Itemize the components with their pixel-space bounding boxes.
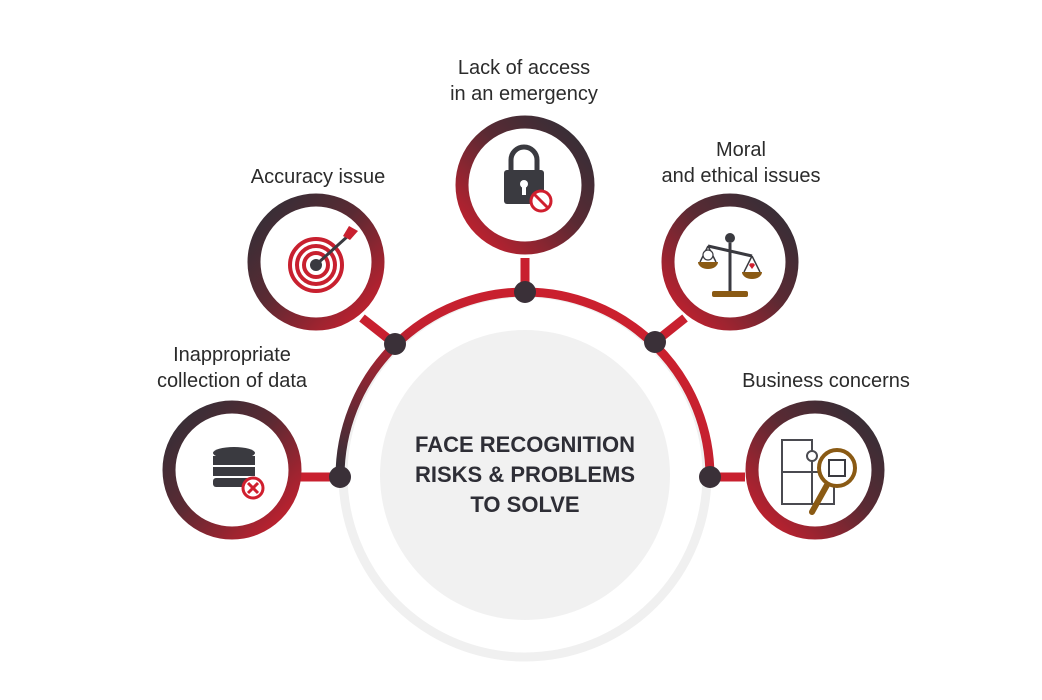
center-title-line-3: TO SOLVE [470, 492, 579, 517]
junction-dot-5 [699, 466, 721, 488]
node-ring [745, 400, 885, 540]
center-title-line-2: RISKS & PROBLEMS [415, 462, 635, 487]
label-emergency-line-1: Lack of access [458, 57, 590, 79]
node-data-collection [162, 400, 302, 540]
database-blocked-icon [213, 447, 265, 500]
node-emergency [455, 115, 595, 255]
label-accuracy: Accuracy issue [251, 166, 386, 188]
label-data-line-1: Inappropriate [173, 344, 291, 366]
label-data-line-2: collection of data [157, 370, 308, 392]
label-moral-line-2: and ethical issues [662, 165, 821, 187]
junction-dot-2 [384, 333, 406, 355]
label-business: Business concerns [742, 370, 910, 392]
node-accuracy [247, 193, 385, 331]
center-title-line-1: FACE RECOGNITION [415, 432, 635, 457]
node-business [745, 400, 885, 540]
scales-icon [698, 233, 762, 297]
label-moral-line-1: Moral [716, 139, 766, 161]
puzzle-magnifier-icon [781, 439, 857, 515]
target-arrow-icon [288, 226, 358, 293]
node-moral [661, 193, 799, 331]
center-circle [380, 330, 670, 620]
junction-dot-1 [329, 466, 351, 488]
label-emergency-line-2: in an emergency [450, 83, 598, 105]
junction-dot-4 [644, 331, 666, 353]
padlock-blocked-icon [504, 144, 553, 213]
junction-dot-3 [514, 281, 536, 303]
